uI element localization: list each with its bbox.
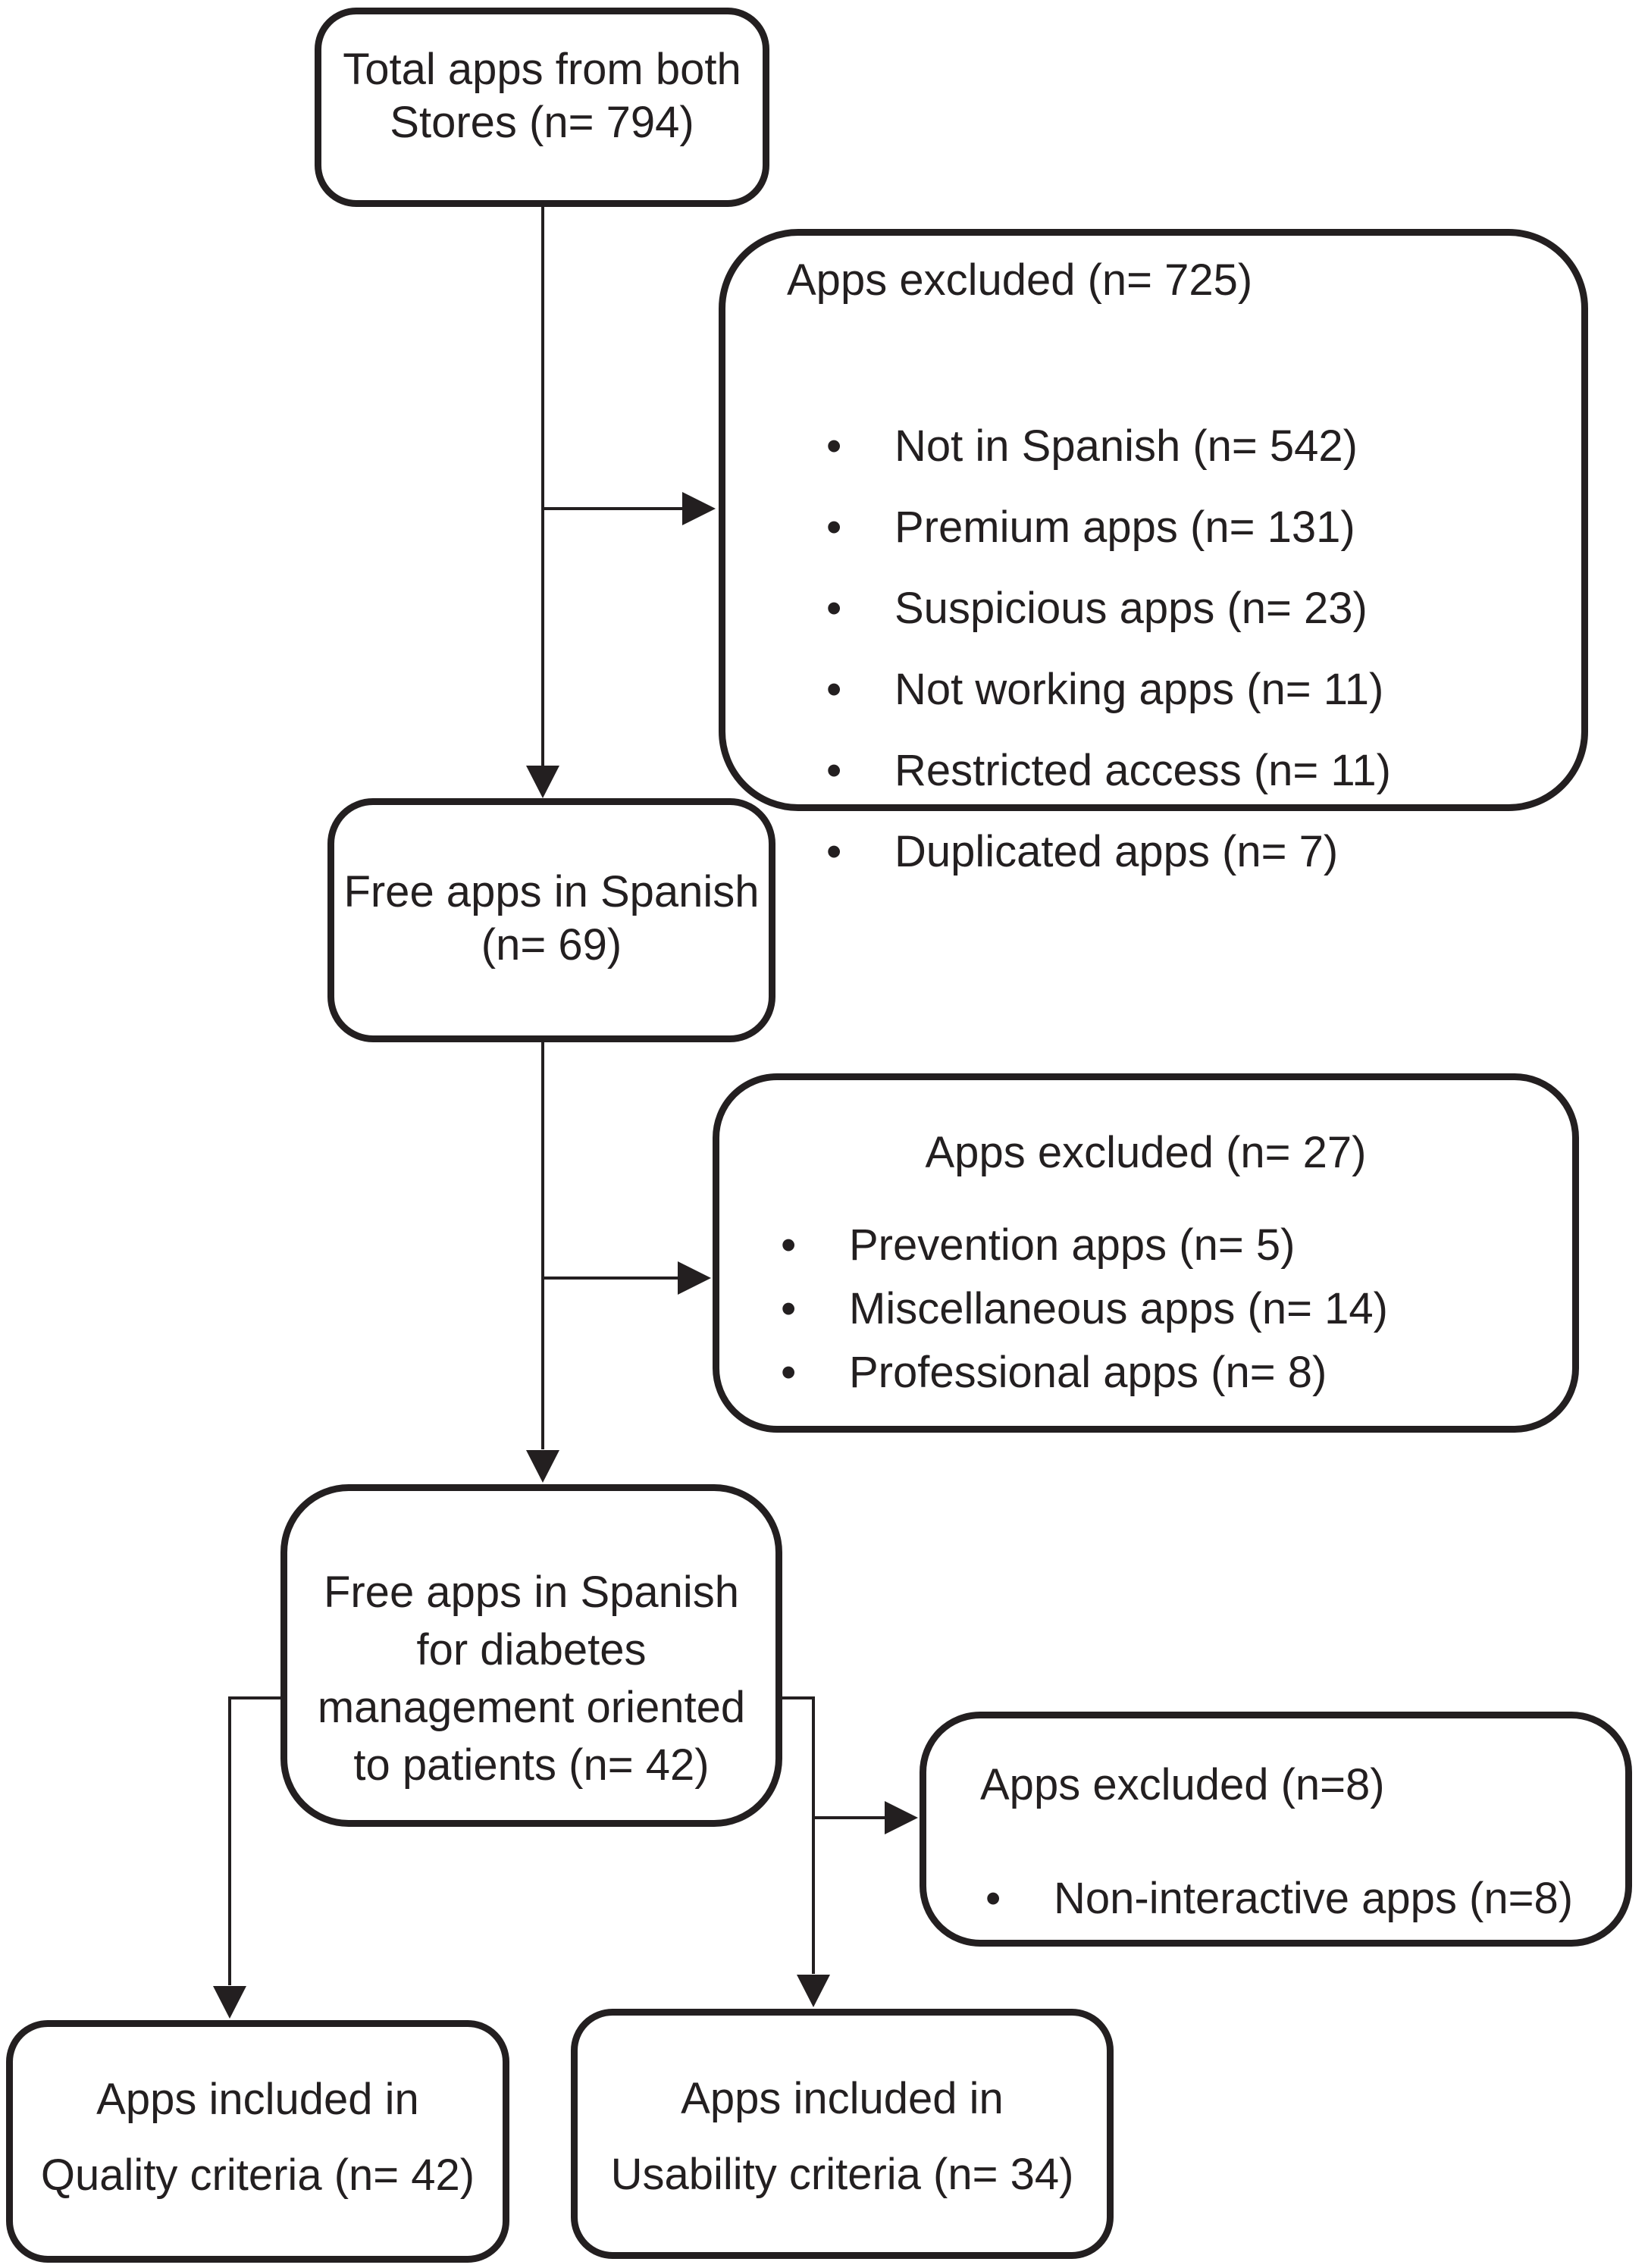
bullet-icon: • — [826, 665, 842, 714]
excluded2-item-2: Miscellaneous apps (n= 14) — [849, 1284, 1388, 1333]
excluded1-list: • Not in Spanish (n= 542) • Premium apps… — [725, 420, 1581, 879]
bullet-icon: • — [826, 503, 842, 552]
excluded2-list: • Prevention apps (n= 5) • Miscellaneous… — [719, 1219, 1572, 1399]
bullet-icon: • — [781, 1220, 797, 1270]
free69-line2: (n= 69) — [481, 920, 622, 970]
bullet-icon: • — [826, 584, 842, 633]
bullet-icon: • — [826, 746, 842, 795]
arrowhead-down-free42 — [526, 1450, 559, 1483]
list-item: • Premium apps (n= 131) — [826, 501, 1581, 554]
free69-line1: Free apps in Spanish — [343, 867, 760, 916]
list-item: • Non-interactive apps (n=8) — [985, 1872, 1625, 1925]
arrow-free42-to-quality — [228, 1696, 284, 1985]
excluded1-item-3: Suspicious apps (n= 23) — [894, 584, 1368, 633]
list-item: • Duplicated apps (n= 7) — [826, 825, 1581, 879]
excluded1-item-1: Not in Spanish (n= 542) — [894, 421, 1358, 471]
free42-line1: Free apps in Spanish — [323, 1568, 740, 1617]
bullet-icon: • — [826, 827, 842, 876]
arrowhead-down-quality — [213, 1986, 246, 2019]
box-total-apps: Total apps from both Stores (n= 794) — [315, 8, 769, 207]
usability-line2: Usability criteria (n= 34) — [610, 2150, 1074, 2199]
arrowhead-right-excluded1 — [682, 492, 716, 525]
bullet-icon: • — [985, 1874, 1001, 1923]
free42-line3: management oriented — [317, 1683, 746, 1732]
box-free-apps-diabetes: Free apps in Spanish for diabetes manage… — [280, 1484, 782, 1827]
arrowhead-down-usability — [797, 1975, 830, 2007]
arrow-free42-to-usability — [779, 1696, 815, 1974]
box-total-apps-line1: Total apps from both — [343, 45, 741, 94]
excluded1-title: Apps excluded (n= 725) — [787, 255, 1253, 305]
excluded2-item-1: Prevention apps (n= 5) — [849, 1220, 1296, 1270]
box-usability-criteria: Apps included in Usability criteria (n= … — [571, 2009, 1114, 2259]
arrowhead-right-excluded3 — [885, 1801, 918, 1834]
excluded3-item-1: Non-interactive apps (n=8) — [1054, 1874, 1574, 1923]
list-item: • Suspicious apps (n= 23) — [826, 582, 1581, 635]
box-apps-excluded-27: Apps excluded (n= 27) • Prevention apps … — [713, 1073, 1579, 1433]
list-item: • Professional apps (n= 8) — [781, 1346, 1572, 1399]
quality-line2: Quality criteria (n= 42) — [40, 2151, 475, 2200]
excluded2-item-3: Professional apps (n= 8) — [849, 1348, 1327, 1397]
excluded1-item-5: Restricted access (n= 11) — [894, 746, 1391, 795]
list-item: • Restricted access (n= 11) — [826, 744, 1581, 797]
excluded2-title: Apps excluded (n= 27) — [925, 1128, 1367, 1177]
list-item: • Miscellaneous apps (n= 14) — [781, 1283, 1572, 1336]
quality-line1: Apps included in — [96, 2075, 419, 2124]
excluded1-item-2: Premium apps (n= 131) — [894, 503, 1355, 552]
free42-line4: to patients (n= 42) — [353, 1740, 710, 1790]
box-free-apps-spanish: Free apps in Spanish (n= 69) — [327, 798, 775, 1042]
excluded3-list: • Non-interactive apps (n=8) — [926, 1872, 1625, 1925]
bullet-icon: • — [781, 1348, 797, 1397]
excluded1-item-6: Duplicated apps (n= 7) — [894, 827, 1339, 876]
excluded1-item-4: Not working apps (n= 11) — [894, 665, 1384, 714]
usability-line1: Apps included in — [681, 2074, 1004, 2123]
box-apps-excluded-725: Apps excluded (n= 725) • Not in Spanish … — [719, 229, 1588, 876]
list-item: • Not working apps (n= 11) — [826, 663, 1581, 716]
bullet-icon: • — [826, 421, 842, 471]
box-apps-excluded-8: Apps excluded (n=8) • Non-interactive ap… — [920, 1712, 1632, 1947]
arrowhead-right-excluded2 — [678, 1261, 711, 1295]
box-quality-criteria: Apps included in Quality criteria (n= 42… — [6, 2020, 509, 2263]
excluded3-title: Apps excluded (n=8) — [980, 1760, 1385, 1809]
arrowhead-down-free69 — [526, 766, 559, 798]
list-item: • Prevention apps (n= 5) — [781, 1219, 1572, 1272]
bullet-icon: • — [781, 1284, 797, 1333]
free42-line2: for diabetes — [416, 1625, 647, 1674]
box-total-apps-line2: Stores (n= 794) — [390, 98, 694, 147]
list-item: • Not in Spanish (n= 542) — [826, 420, 1581, 473]
